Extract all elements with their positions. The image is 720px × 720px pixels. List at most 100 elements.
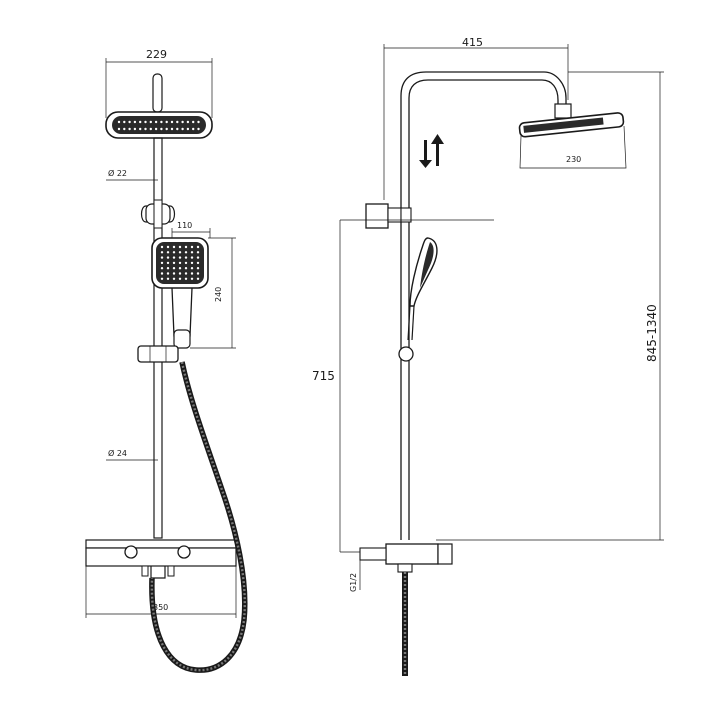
arm-reach-label: 415 [462, 36, 483, 49]
head-nozzle [123, 127, 126, 131]
hand-nozzle [184, 272, 188, 275]
side-view: 415 230 715 [312, 36, 664, 676]
hand-nozzle [178, 272, 182, 275]
total-height-dimension: 845-1340 [436, 71, 664, 541]
main-rail [153, 137, 163, 539]
hand-nozzle [196, 261, 200, 265]
hand-shower-height-label: 240 [214, 287, 223, 302]
outlet-height-label: 715 [312, 369, 335, 383]
arm-reach-dimension: 415 [383, 36, 569, 200]
hand-nozzle [196, 277, 200, 280]
hand-nozzle [190, 251, 194, 254]
head-nozzle [186, 120, 190, 124]
hand-nozzle [196, 245, 200, 249]
hand-nozzle [160, 272, 164, 275]
head-nozzle [165, 120, 168, 124]
hand-nozzle [160, 267, 164, 270]
hand-nozzle [178, 267, 182, 270]
rail-bracket [140, 199, 176, 229]
head-nozzle [149, 127, 152, 131]
hand-nozzle [184, 256, 188, 259]
thermostat-width-dimension: 350 [85, 566, 237, 618]
head-nozzle [176, 120, 179, 124]
upper-diameter-dimension: Ø 22 [106, 168, 158, 181]
hand-nozzle [166, 256, 170, 259]
hand-nozzle [190, 261, 194, 265]
hand-nozzle [184, 277, 188, 280]
hand-nozzle [166, 277, 170, 280]
hand-nozzle [172, 267, 176, 270]
head-connector [554, 103, 572, 119]
lower-diameter-label: Ø 24 [108, 448, 127, 458]
head-nozzle [176, 127, 179, 131]
hand-nozzle [178, 251, 182, 254]
head-nozzle [139, 120, 142, 124]
head-nozzle [160, 120, 163, 124]
hand-nozzle [184, 267, 188, 270]
thermostat-width-label: 350 [153, 603, 168, 612]
head-nozzle [181, 127, 184, 131]
head-nozzle [144, 120, 147, 124]
hand-shower-height-dimension: 240 [190, 237, 236, 349]
head-nozzle [139, 127, 142, 131]
head-nozzle [165, 127, 168, 131]
ceiling-stub [152, 73, 163, 113]
head-nozzle [117, 120, 121, 124]
hand-nozzle [178, 261, 182, 265]
head-nozzle [186, 127, 190, 131]
hand-nozzle [160, 261, 164, 265]
hand-shower-width-label: 110 [177, 221, 192, 230]
head-nozzle [149, 120, 152, 124]
head-nozzle [144, 127, 147, 131]
head-nozzle [181, 120, 184, 124]
hand-nozzle [196, 272, 200, 275]
front-view: 229 Ø 22 [85, 48, 248, 673]
hand-nozzle [190, 256, 194, 259]
total-height-label: 845-1340 [645, 304, 659, 362]
thermostat-mixer [85, 539, 237, 579]
head-nozzle [154, 120, 158, 124]
hand-nozzle-grid [160, 245, 200, 280]
inlet-thread-label: G1/2 [349, 573, 358, 592]
hand-nozzle [190, 267, 194, 270]
lower-diameter-dimension: Ø 24 [106, 448, 158, 461]
hand-nozzle [196, 267, 200, 270]
head-width-dimension: 229 [105, 48, 213, 118]
head-nozzle [192, 127, 195, 131]
hand-nozzle [166, 267, 170, 270]
hand-nozzle [178, 245, 182, 249]
hand-nozzle [178, 256, 182, 259]
hand-nozzle [190, 277, 194, 280]
head-nozzle [154, 127, 158, 131]
hand-shower-side [398, 237, 438, 362]
inlet-thread-dimension: G1/2 [349, 560, 361, 592]
hand-nozzle [172, 272, 176, 275]
side-slider-knob [398, 346, 414, 362]
head-nozzle [128, 127, 131, 131]
head-diameter-side-label: 230 [566, 155, 581, 164]
hand-nozzle [172, 261, 176, 265]
head-nozzle-grid [117, 120, 200, 131]
hand-nozzle [160, 256, 164, 259]
hand-nozzle [172, 277, 176, 280]
rain-shower-head [105, 111, 213, 139]
thermostat-mixer-side [359, 543, 453, 573]
hand-nozzle [184, 261, 188, 265]
hand-nozzle [184, 251, 188, 254]
head-nozzle [160, 127, 163, 131]
hand-nozzle [178, 277, 182, 280]
rain-shower-head-side [518, 112, 625, 138]
head-nozzle [170, 120, 174, 124]
head-nozzle [133, 120, 137, 124]
head-nozzle [123, 120, 126, 124]
hand-nozzle [190, 245, 194, 249]
head-nozzle [128, 120, 131, 124]
hand-nozzle [172, 245, 176, 249]
hand-nozzle [160, 245, 164, 249]
hand-nozzle [196, 251, 200, 254]
head-nozzle [117, 127, 121, 131]
shower-hose [149, 361, 248, 673]
hand-nozzle [184, 245, 188, 249]
diverter-knob [177, 545, 191, 559]
hand-nozzle [160, 251, 164, 254]
